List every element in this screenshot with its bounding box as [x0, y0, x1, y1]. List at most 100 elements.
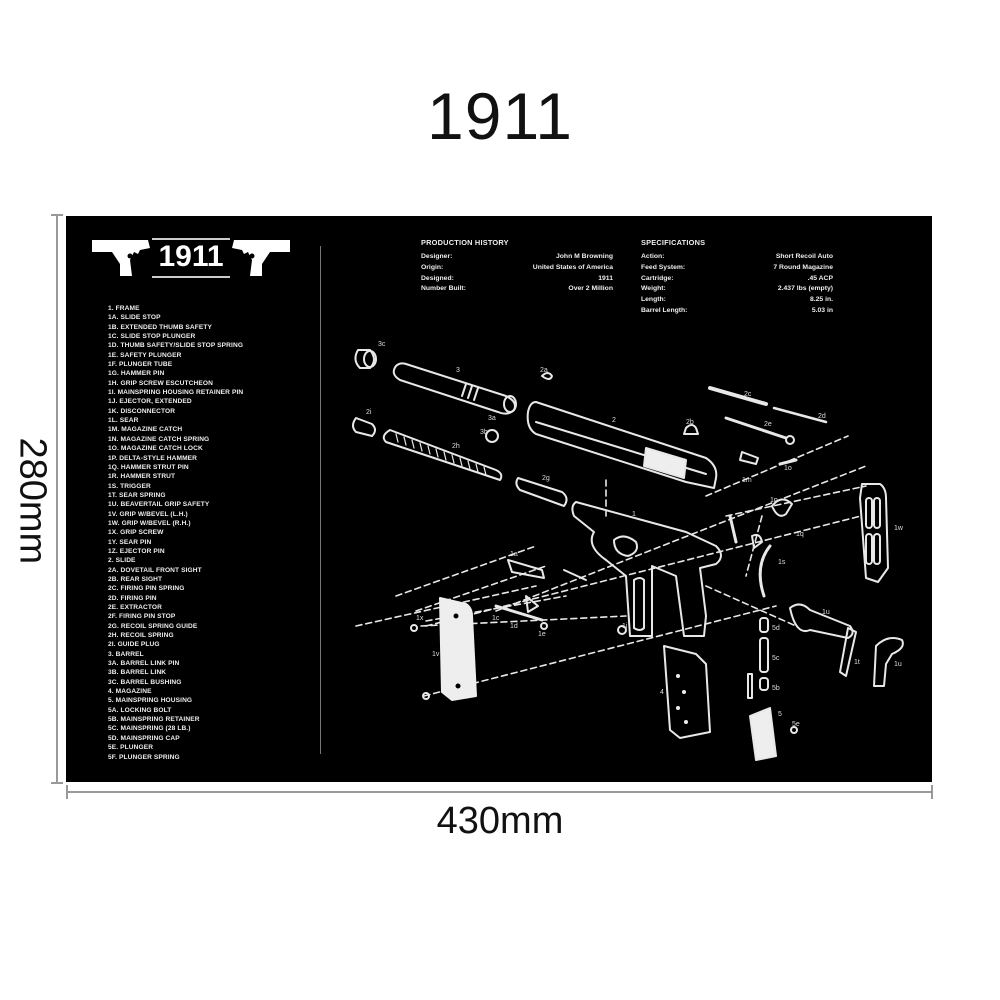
info-row: Designer: John M Browning — [421, 252, 613, 263]
svg-text:1q: 1q — [796, 531, 804, 538]
svg-text:1v: 1v — [432, 651, 440, 658]
spec-label: Feed System: — [641, 263, 686, 271]
info-label: Designer: — [421, 253, 453, 260]
parts-list-item: 1L. SEAR — [108, 417, 139, 425]
parts-list-item: 1E. SAFETY PLUNGER — [108, 351, 182, 359]
grip-left-part: 1v — [432, 597, 477, 701]
column-divider — [320, 246, 321, 754]
info-value: Over 2 Million — [568, 285, 613, 293]
parts-list-item: 1K. DISCONNECTOR — [108, 407, 176, 415]
guide-plug-part: 2i — [352, 409, 376, 437]
small-frame-parts: 1a 1c 1d 1e 1x 1m 1o 1p 1i 1q — [410, 451, 804, 700]
label-3: 3 — [456, 367, 460, 374]
svg-text:5e: 5e — [792, 721, 800, 728]
info-row: Designed:1911 — [421, 274, 613, 285]
parts-list-item: 5B. MAINSPRING RETAINER — [108, 716, 200, 724]
svg-text:1i: 1i — [622, 623, 628, 630]
info-value: John M Browning — [555, 253, 613, 260]
spec-row: Weight: 2.437 lbs (empty) — [641, 284, 833, 295]
width-dimension-tick-right — [931, 785, 933, 799]
svg-text:1d: 1d — [510, 623, 518, 630]
svg-text:5d: 5d — [772, 625, 780, 632]
specifications-heading: SPECIFICATIONS — [641, 238, 706, 247]
info-label: Origin: — [421, 263, 444, 271]
specifications: SPECIFICATIONS Action:Short Recoil Auto … — [641, 238, 833, 317]
svg-text:2d: 2d — [818, 413, 826, 420]
parts-list-item: 3C. BARREL BUSHING — [108, 678, 182, 686]
parts-list-item: 1I. MAINSPRING HOUSING RETAINER PIN — [108, 389, 244, 397]
parts-list-item: 2B. REAR SIGHT — [108, 575, 163, 583]
parts-list-item: 5. MAINSPRING HOUSING — [108, 697, 193, 705]
parts-list-item: 2G. RECOIL SPRING GUIDE — [108, 622, 198, 630]
cleaning-mat — [66, 216, 932, 782]
parts-list-item: 5E. PLUNGER — [108, 744, 154, 752]
svg-text:3a: 3a — [488, 415, 496, 422]
barrel-part: 3 — [392, 362, 517, 415]
parts-list-item: 1J. EJECTOR, EXTENDED — [108, 398, 192, 406]
production-history-heading: PRODUCTION HISTORY — [421, 238, 509, 247]
spec-label: Barrel Length: — [641, 306, 688, 314]
info-row: Number Built: Over 2 Million — [421, 284, 613, 295]
svg-text:2c: 2c — [744, 391, 752, 398]
trigger-and-sear-parts: 1s 1t 1u — [758, 544, 904, 687]
barrel-link-parts: 3a 3b 2a — [480, 367, 553, 443]
svg-text:1x: 1x — [416, 615, 424, 622]
parts-list-item: 4. MAGAZINE — [108, 688, 152, 696]
spec-value: 2.437 lbs (empty) — [777, 285, 833, 293]
spec-value: 8.25 in. — [809, 296, 833, 304]
parts-list-item: 3. BARREL — [108, 650, 144, 658]
parts-list-item: 1F. PLUNGER TUBE — [108, 361, 173, 369]
parts-list-item: 1Z. EJECTOR PIN — [108, 547, 165, 555]
spec-row: Feed System:7 Round Magazine — [641, 263, 833, 274]
spec-label: Cartridge: — [641, 274, 674, 282]
parts-list-item: 1B. EXTENDED THUMB SAFETY — [108, 323, 212, 331]
spec-value: 5.03 in — [811, 306, 833, 314]
info-row: Origin: United States of America — [421, 263, 613, 274]
info-value: 1911 — [598, 274, 613, 282]
svg-text:1u: 1u — [822, 609, 830, 616]
parts-list-item: 3B. BARREL LINK — [108, 669, 167, 677]
parts-list-item: 2I. GUIDE PLUG — [108, 641, 160, 649]
svg-text:1p: 1p — [770, 497, 778, 504]
svg-text:2g: 2g — [542, 475, 550, 482]
parts-list-item: 1A. SLIDE STOP — [108, 314, 161, 322]
spec-row: Action:Short Recoil Auto — [641, 252, 833, 263]
parts-list-item: 1G. HAMMER PIN — [108, 370, 165, 378]
parts-list-item: 1Y. SEAR PIN — [108, 538, 152, 546]
logo-bar-top — [152, 238, 230, 240]
parts-list-item: 1H. GRIP SCREW ESCUTCHEON — [108, 379, 213, 387]
svg-text:1w: 1w — [894, 525, 904, 532]
spec-row: Length:8.25 in. — [641, 295, 833, 306]
parts-list-item: 1M. MAGAZINE CATCH — [108, 426, 183, 434]
parts-list-item: 5A. LOCKING BOLT — [108, 706, 172, 714]
height-dimension-line — [56, 214, 58, 784]
svg-text:1m: 1m — [742, 477, 752, 484]
parts-list-item: 1T. SEAR SPRING — [108, 491, 166, 499]
parts-list-item: 1X. GRIP SCREW — [108, 529, 164, 537]
parts-list-item: 5D. MAINSPRING CAP — [108, 734, 180, 742]
spec-label: Weight: — [641, 285, 666, 293]
width-dimension-label: 430mm — [436, 800, 564, 842]
width-dimension-line — [66, 791, 932, 793]
parts-list-item: 2. SLIDE — [108, 557, 136, 565]
svg-text:1s: 1s — [778, 559, 786, 566]
svg-text:2a: 2a — [540, 367, 548, 374]
frame-part: 1 — [571, 501, 722, 637]
parts-list-item: 1Q. HAMMER STRUT PIN — [108, 463, 189, 471]
info-label: Number Built: — [421, 285, 466, 293]
mat-logo: 1911 — [90, 236, 292, 280]
spec-value: Short Recoil Auto — [775, 253, 833, 260]
svg-text:4: 4 — [660, 689, 664, 696]
parts-list-item: 2A. DOVETAIL FRONT SIGHT — [108, 566, 202, 574]
svg-text:1a: 1a — [510, 551, 518, 558]
info-value: United States of America — [532, 263, 613, 271]
svg-text:2b: 2b — [686, 419, 694, 426]
parts-list-item: 2F. FIRING PIN STOP — [108, 613, 176, 621]
pistol-silhouette-icon-left — [92, 240, 290, 276]
svg-text:1o: 1o — [784, 465, 792, 472]
parts-list-item: 5F. PLUNGER SPRING — [108, 753, 180, 761]
parts-list-item: 1S. TRIGGER — [108, 482, 151, 490]
svg-text:2: 2 — [612, 417, 616, 424]
grip-safety-part: 1u — [789, 603, 854, 639]
